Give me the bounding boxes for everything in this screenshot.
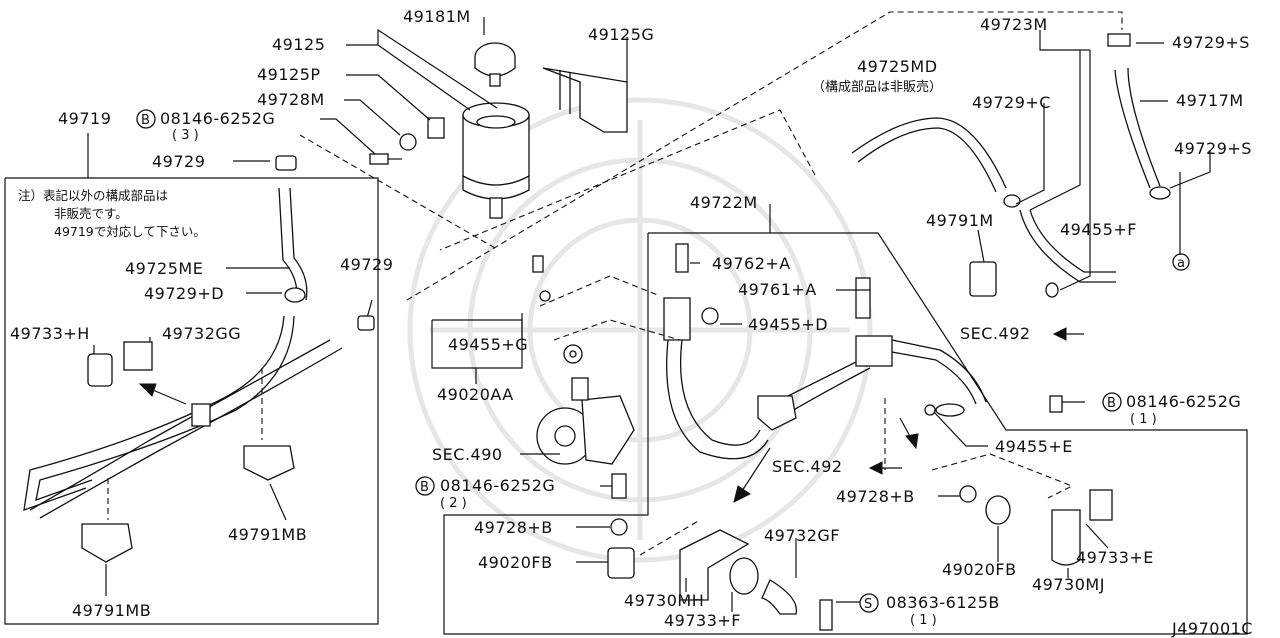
label-49733F: 49733+F: [664, 611, 741, 630]
label-49729D: 49729+D: [144, 284, 224, 303]
circle-a-ref-icon: a: [1172, 253, 1190, 271]
label-49455G: 49455+G: [448, 335, 528, 354]
label-49020FB-b: 49020FB: [942, 560, 1017, 579]
direction-arrows: [138, 327, 1084, 503]
label-49717M: 49717M: [1176, 91, 1244, 110]
label-49455D: 49455+D: [748, 315, 828, 334]
label-49725ME: 49725ME: [125, 259, 203, 278]
svg-text:08363-6125B: 08363-6125B: [886, 593, 1000, 612]
label-49791MB-a: 49791MB: [228, 525, 307, 544]
label-49761A: 49761+A: [738, 280, 817, 299]
b-mark-icon: B: [1107, 396, 1116, 411]
label-49020FB-a: 49020FB: [478, 553, 553, 572]
bolt-mid-label: B 08146-6252G ( 2 ): [415, 476, 555, 511]
b-mark-icon: B: [420, 480, 429, 495]
hoses-top: [851, 33, 1171, 298]
reservoir-tank: [369, 42, 628, 219]
label-49125: 49125: [272, 35, 325, 54]
label-49729-a: 49729: [152, 152, 205, 171]
label-49729S-a: 49729+S: [1172, 33, 1250, 52]
label-49791MB-b: 49791MB: [72, 601, 151, 620]
label-49725MD-note: （構成部品は非販売）: [812, 79, 942, 95]
dashed-guides: [107, 11, 1123, 556]
note-block: 注）表記以外の構成部品は 非販売です。 49719で対応して下さい。: [18, 188, 206, 239]
watermark-emblem: [407, 97, 873, 563]
label-49455F: 49455+F: [1060, 220, 1137, 239]
label-49722M: 49722M: [690, 193, 758, 212]
bolt-top-label: B 08146-6252G ( 3 ): [136, 109, 275, 143]
svg-text:非販売です。: 非販売です。: [54, 206, 128, 221]
svg-text:( 1 ): ( 1 ): [1130, 412, 1157, 427]
label-49729C: 49729+C: [972, 93, 1051, 112]
return-hose-left: [23, 155, 343, 563]
leader-lines: [93, 17, 1211, 612]
label-49728B-b: 49728+B: [474, 518, 553, 537]
label-49791M: 49791M: [926, 211, 994, 230]
label-49723M: 49723M: [980, 15, 1048, 34]
label-49020AA: 49020AA: [437, 385, 514, 404]
label-sec492-b: SEC.492: [772, 457, 843, 476]
screw-label: S 08363-6125B ( 1 ): [859, 593, 1000, 628]
label-49732GG: 49732GG: [162, 324, 241, 343]
label-49729-b: 49729: [340, 255, 393, 274]
label-49729S-b: 49729+S: [1174, 139, 1252, 158]
svg-text:( 2 ): ( 2 ): [440, 496, 467, 511]
drawing-number: J497001C: [1171, 619, 1253, 638]
label-49719: 49719: [58, 109, 111, 128]
svg-text:08146-6252G: 08146-6252G: [160, 109, 275, 128]
svg-text:注）表記以外の構成部品は: 注）表記以外の構成部品は: [18, 188, 168, 203]
label-49725MD: 49725MD: [857, 57, 938, 76]
label-49181M: 49181M: [403, 7, 471, 26]
svg-text:08146-6252G: 08146-6252G: [440, 476, 555, 495]
pressure-hose: [663, 243, 987, 460]
svg-text:( 1 ): ( 1 ): [910, 613, 937, 628]
power-steering-pump: [532, 255, 635, 465]
label-49732GF: 49732GF: [764, 526, 840, 545]
bolt-right-label: B 08146-6252G ( 1 ): [1102, 392, 1241, 427]
label-49730MJ: 49730MJ: [1032, 575, 1105, 594]
left-assembly-box: [4, 133, 379, 625]
label-49730MH: 49730MH: [624, 591, 704, 610]
label-49733H: 49733+H: [10, 324, 90, 343]
label-49728M: 49728M: [257, 90, 325, 109]
svg-text:49719で対応して下さい。: 49719で対応して下さい。: [54, 224, 206, 239]
label-49728B-a: 49728+B: [836, 487, 915, 506]
label-49125G: 49125G: [588, 25, 654, 44]
svg-text:( 3 ): ( 3 ): [172, 128, 199, 143]
right-assembly-box: [443, 232, 1248, 635]
svg-text:a: a: [1177, 256, 1185, 271]
label-49733E: 49733+E: [1076, 548, 1154, 567]
label-49125P: 49125P: [257, 65, 321, 84]
label-sec490: SEC.490: [432, 445, 503, 464]
s-mark-icon: S: [864, 597, 872, 612]
label-49455E: 49455+E: [995, 437, 1073, 456]
svg-text:08146-6252G: 08146-6252G: [1126, 392, 1241, 411]
label-sec492-a: SEC.492: [960, 324, 1031, 343]
label-49762A: 49762+A: [712, 254, 791, 273]
b-mark-icon: B: [141, 113, 150, 128]
part-labels: 49181M 49125 49125G 49125P 49728M 49719 …: [10, 7, 1253, 638]
clamp-parts-lower: [607, 395, 1113, 631]
